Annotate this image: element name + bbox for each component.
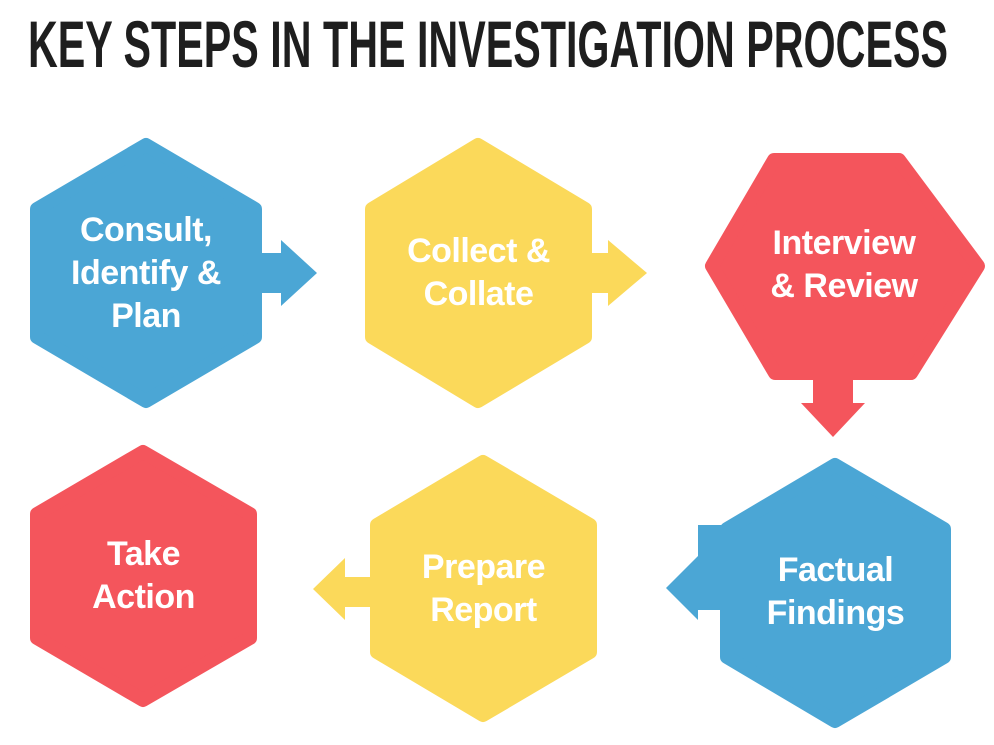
arrow-right-consult-to-collect (255, 240, 317, 306)
hexagon-factual-findings (720, 458, 951, 728)
page-title: KEY STEPS IN THE INVESTIGATION PROCESS (28, 7, 948, 81)
hexagon-consult-identify-plan (30, 138, 262, 408)
arrow-left-prepare-to-take-action (313, 558, 374, 620)
hexagon-take-action (30, 445, 257, 707)
arrow-right-collect-to-interview (585, 240, 647, 306)
arrow-down-interview-to-factual (801, 370, 865, 437)
hexagon-collect-collate (365, 138, 592, 408)
arrow-left-factual-to-prepare (666, 525, 726, 620)
hexagon-interview-review (705, 153, 985, 380)
hexagon-prepare-report (370, 455, 597, 722)
